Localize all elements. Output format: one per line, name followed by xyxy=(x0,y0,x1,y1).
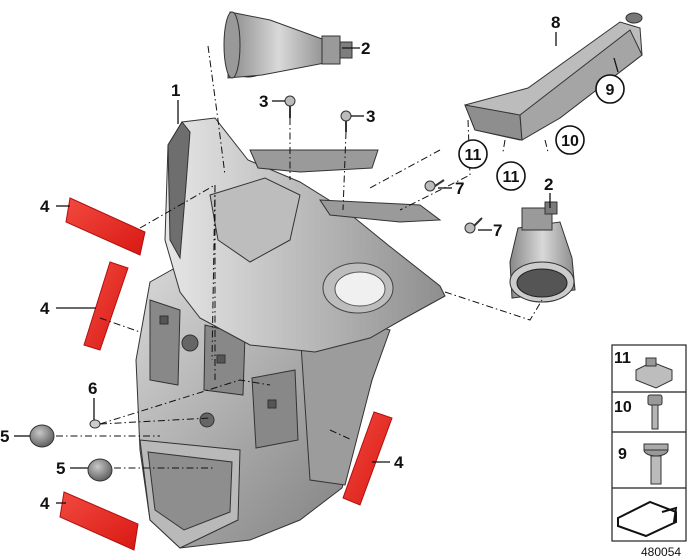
callout-5-upper: 5 xyxy=(0,427,9,446)
callout-3-right: 3 xyxy=(366,107,375,126)
callout-3-left: 3 xyxy=(259,92,268,111)
screw-7b xyxy=(464,217,483,234)
lower-funnel-part xyxy=(509,201,576,303)
callout-10: 10 xyxy=(561,133,579,150)
figure-number: 480054 xyxy=(641,545,681,559)
reflector-part-b xyxy=(83,261,129,351)
callout-11-left-circle xyxy=(458,139,488,169)
legend-label-10: 10 xyxy=(614,399,632,416)
socket-screw-icon xyxy=(647,394,663,430)
upper-funnel-part xyxy=(223,11,353,79)
callout-4-right: 4 xyxy=(394,453,404,472)
callout-4-bottom: 4 xyxy=(40,494,50,513)
callout-4-left: 4 xyxy=(40,299,50,318)
legend-label-9: 9 xyxy=(618,446,627,463)
screw-3b xyxy=(340,110,352,132)
parts-legend: 11 10 9 xyxy=(611,344,687,542)
callout-1: 1 xyxy=(171,81,180,100)
callout-2-lower: 2 xyxy=(544,175,553,194)
callout-11-right: 11 xyxy=(503,169,520,186)
callout-11-right-circle xyxy=(496,161,526,191)
washer-part xyxy=(89,419,101,429)
legend-label-11: 11 xyxy=(614,350,631,367)
callout-6: 6 xyxy=(88,379,97,398)
assembly-lines xyxy=(56,45,549,469)
clip-nut-icon xyxy=(635,357,673,389)
reflector-part-c xyxy=(342,411,393,506)
cap-part-b xyxy=(87,458,113,482)
screw-7a xyxy=(424,179,445,192)
callout-2-upper: 2 xyxy=(361,39,370,58)
callout-7-upper: 7 xyxy=(455,179,464,198)
callout-11-left: 11 xyxy=(465,147,482,164)
callout-7-lower: 7 xyxy=(493,221,502,240)
reflector-part-d xyxy=(59,491,139,551)
holder-bracket-part xyxy=(464,12,643,141)
callout-5-lower: 5 xyxy=(56,459,65,478)
callout-4-top: 4 xyxy=(40,197,50,216)
callout-9: 9 xyxy=(606,82,615,99)
callout-8: 8 xyxy=(551,13,560,32)
rear-cover-part xyxy=(164,117,446,353)
callout-10-circle xyxy=(555,125,585,155)
reflector-part-a xyxy=(65,197,146,256)
cap-part-a xyxy=(29,424,55,448)
screw-3a xyxy=(284,95,296,118)
assembly-arrow-icon xyxy=(617,500,678,538)
collar-screw-icon xyxy=(643,443,669,485)
callout-9-circle xyxy=(595,74,625,104)
